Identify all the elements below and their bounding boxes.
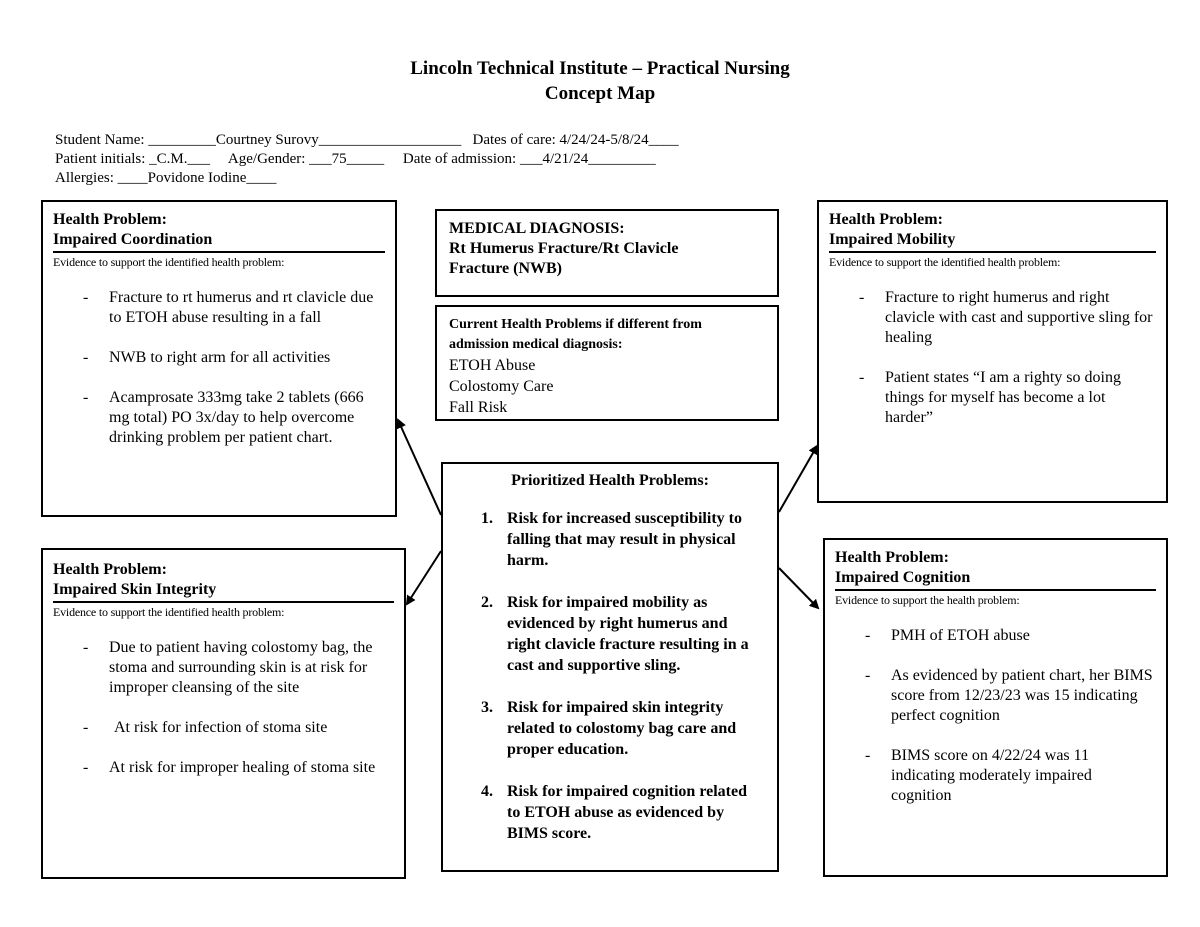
arrow-to-skin-integrity: [405, 550, 442, 606]
health-problem-cognition-box: Health Problem: Impaired Cognition Evide…: [823, 538, 1168, 877]
arrow-to-cognition: [778, 567, 820, 610]
prioritized-item: 1.Risk for increased susceptibility to f…: [481, 510, 742, 569]
health-problem-name: Impaired Mobility: [829, 230, 1156, 253]
evidence-item: -BIMS score on 4/22/24 was 11 indicating…: [865, 747, 1092, 804]
health-problem-name: Impaired Cognition: [835, 568, 1156, 591]
current-problems-title: admission medical diagnosis:: [449, 337, 623, 352]
current-problems-title: Current Health Problems if different fro…: [449, 317, 702, 332]
evidence-list: -Fracture to rt humerus and rt clavicle …: [43, 288, 395, 448]
evidence-item: -As evidenced by patient chart, her BIMS…: [865, 667, 1153, 724]
allergies-line: Allergies: ____Povidone Iodine____: [55, 170, 277, 186]
health-problem-skin-box: Health Problem: Impaired Skin Integrity …: [41, 548, 406, 879]
health-problem-label: Health Problem:: [53, 561, 167, 578]
evidence-caption: Evidence to support the identified healt…: [53, 605, 285, 619]
current-problem-item: Fall Risk: [449, 399, 508, 416]
health-problem-label: Health Problem:: [829, 211, 943, 228]
evidence-list: -Due to patient having colostomy bag, th…: [43, 638, 404, 778]
health-problem-label: Health Problem:: [53, 211, 167, 228]
patient-info-line: Patient initials: _C.M.___ Age/Gender: _…: [55, 151, 656, 167]
medical-diagnosis-box: MEDICAL DIAGNOSIS: Rt Humerus Fracture/R…: [435, 209, 779, 297]
medical-diagnosis-line: Fracture (NWB): [449, 260, 562, 277]
student-info-line: Student Name: _________Courtney Surovy__…: [55, 132, 679, 148]
prioritized-item: 3.Risk for impaired skin integrity relat…: [481, 699, 737, 758]
prioritized-heading: Prioritized Health Problems:: [511, 472, 709, 489]
current-problem-item: ETOH Abuse: [449, 357, 536, 374]
arrow-to-coordination: [396, 418, 442, 516]
evidence-list: -Fracture to right humerus and right cla…: [819, 288, 1166, 428]
evidence-caption: Evidence to support the health problem:: [835, 593, 1020, 607]
evidence-item: -Acamprosate 333mg take 2 tablets (666 m…: [83, 389, 364, 446]
current-problem-item: Colostomy Care: [449, 378, 554, 395]
evidence-caption: Evidence to support the identified healt…: [829, 255, 1061, 269]
health-problem-coordination-box: Health Problem: Impaired Coordination Ev…: [41, 200, 397, 517]
evidence-item: -At risk for improper healing of stoma s…: [83, 759, 376, 776]
evidence-item: -NWB to right arm for all activities: [83, 349, 331, 366]
evidence-item: -PMH of ETOH abuse: [865, 627, 1030, 644]
prioritized-item: 4.Risk for impaired cognition related to…: [481, 783, 747, 842]
health-problem-mobility-box: Health Problem: Impaired Mobility Eviden…: [817, 200, 1168, 503]
prioritized-list: 1.Risk for increased susceptibility to f…: [443, 508, 777, 844]
arrow-to-mobility: [778, 444, 818, 513]
health-problem-label: Health Problem:: [835, 549, 949, 566]
health-problem-name: Impaired Skin Integrity: [53, 580, 394, 603]
evidence-item: -Fracture to right humerus and right cla…: [859, 289, 1153, 346]
current-health-problems-box: Current Health Problems if different fro…: [435, 305, 779, 421]
document-subtitle: Concept Map: [544, 83, 656, 104]
medical-diagnosis-title: MEDICAL DIAGNOSIS:: [449, 220, 625, 237]
health-problem-name: Impaired Coordination: [53, 230, 385, 253]
evidence-list: -PMH of ETOH abuse -As evidenced by pati…: [825, 626, 1166, 806]
medical-diagnosis-line: Rt Humerus Fracture/Rt Clavicle: [449, 240, 679, 257]
evidence-item: -Patient states “I am a righty so doing …: [859, 369, 1121, 426]
evidence-item: -Fracture to rt humerus and rt clavicle …: [83, 289, 374, 326]
prioritized-problems-box: Prioritized Health Problems: 1.Risk for …: [441, 462, 779, 872]
evidence-caption: Evidence to support the identified healt…: [53, 255, 285, 269]
prioritized-item: 2.Risk for impaired mobility as evidence…: [481, 594, 749, 674]
evidence-item: -At risk for infection of stoma site: [83, 719, 328, 736]
evidence-item: -Due to patient having colostomy bag, th…: [83, 639, 373, 696]
document-title: Lincoln Technical Institute – Practical …: [410, 58, 790, 79]
